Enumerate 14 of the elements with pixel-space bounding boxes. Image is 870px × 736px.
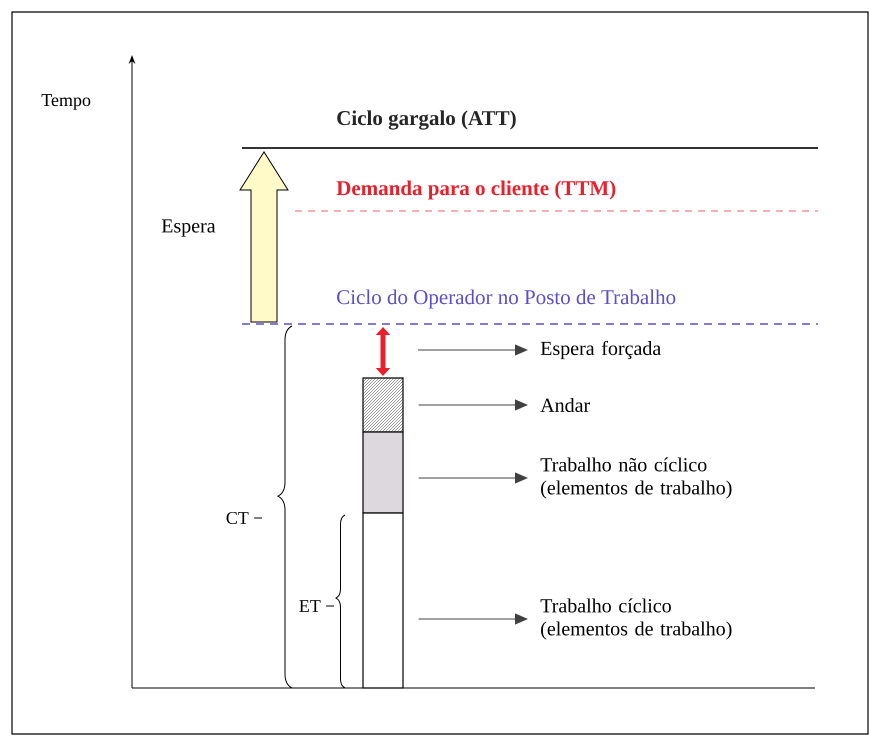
- label: Espera: [162, 219, 216, 237]
- label: Tempo: [42, 94, 90, 110]
- item-label: Espera forçada: [540, 340, 661, 360]
- label: ET: [299, 600, 320, 612]
- label: Demanda para o cliente (TTM): [336, 180, 616, 200]
- label: Ciclo do Operador no Posto de Trabalho: [337, 289, 676, 309]
- label: Ciclo gargalo (ATT): [337, 110, 516, 130]
- item-label: Trabalho cíclico (elementos de trabalho): [540, 598, 732, 640]
- bar-segment: [362, 431, 404, 514]
- bar-segment: [362, 377, 404, 433]
- label: CT: [226, 512, 248, 524]
- item-label: Andar: [540, 398, 590, 412]
- item-label: Trabalho não cíclico (elementos de trabalho): [540, 457, 732, 499]
- bar-segment: [362, 512, 404, 689]
